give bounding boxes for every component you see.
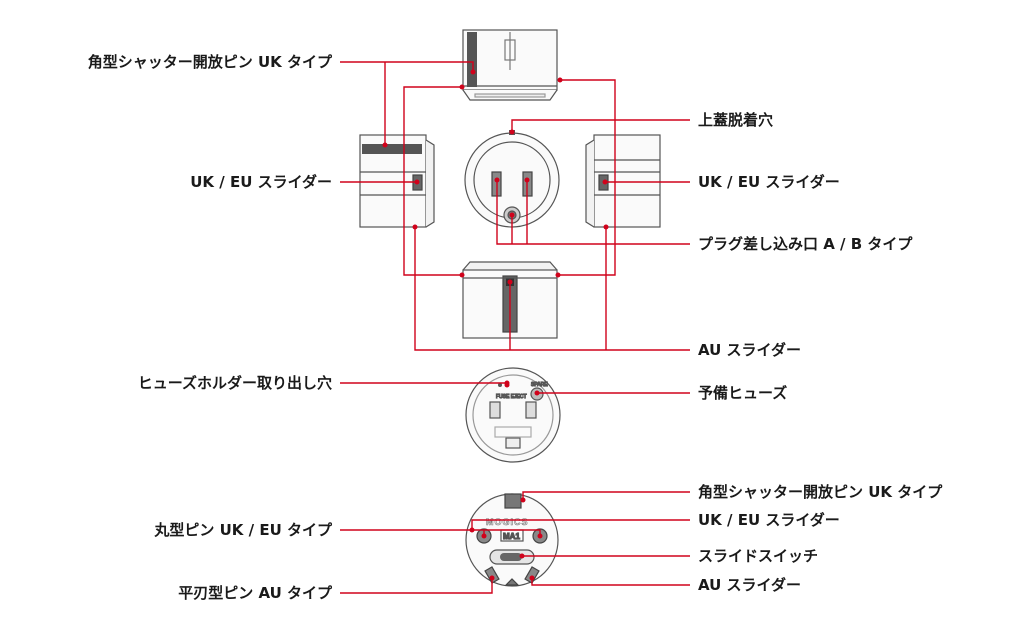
dot: [382, 142, 388, 148]
fuse-side-drawing: FUSE EJECT SPARE: [465, 367, 561, 463]
label-plug-socket: プラグ差し込み口 A / B タイプ: [698, 235, 913, 253]
dot: [459, 84, 465, 90]
leader-round-pin: [340, 529, 485, 536]
dot: [509, 212, 515, 218]
fuse-eject-text: FUSE EJECT: [496, 394, 527, 400]
label-fuse-holder-hole: ヒューズホルダー取り出し穴: [137, 374, 332, 392]
brand-text: MOGICS: [486, 517, 529, 527]
leader-right-bottom: [558, 180, 616, 276]
top-module-drawing: [462, 29, 558, 101]
label-shutter-uk-bottom: 角型シャッター開放ピン UK タイプ: [698, 483, 943, 501]
dot: [504, 380, 510, 386]
dot: [529, 575, 535, 581]
label-au-slider-mid: AU スライダー: [698, 341, 801, 359]
dot: [414, 179, 420, 185]
leader-au-bottom: [531, 578, 690, 586]
leader-shutter-uk-top: [340, 61, 474, 72]
dot: [470, 69, 476, 75]
label-au-slider-bottom: AU スライダー: [698, 576, 801, 594]
leader-plug-socket: [496, 180, 690, 245]
label-slide-switch: スライドスイッチ: [698, 547, 819, 565]
label-shutter-uk-top: 角型シャッター開放ピン UK タイプ: [87, 53, 332, 71]
label-spare-fuse: 予備ヒューズ: [698, 384, 788, 402]
dot: [555, 272, 561, 278]
dot: [412, 224, 418, 230]
label-uk-eu-slider-left: UK / EU スライダー: [190, 173, 332, 191]
model-text: MA1: [503, 532, 520, 541]
dot: [603, 224, 609, 230]
dot: [519, 553, 525, 559]
dot: [602, 179, 608, 185]
leader-shutter-uk-bottom: [522, 491, 690, 500]
socket-face-drawing: [464, 130, 560, 228]
label-flat-pin-au: 平刃型ピン AU タイプ: [178, 584, 332, 602]
dot: [507, 279, 513, 285]
label-round-pin: 丸型ピン UK / EU タイプ: [154, 521, 332, 539]
leader-top-left: [403, 86, 462, 276]
leader-dots: [382, 69, 609, 581]
pin-face-drawing: MOGICS MA1: [465, 493, 559, 587]
dot: [459, 272, 465, 278]
leader-top-right: [560, 79, 616, 180]
leader-au-mid: [414, 227, 690, 351]
dot: [537, 533, 543, 539]
label-uk-eu-slider-bottom: UK / EU スライダー: [698, 511, 840, 529]
spare-text: SPARE: [531, 382, 548, 388]
leader-uk-eu-bottom: [471, 519, 690, 530]
dot: [534, 390, 540, 396]
right-module-drawing: [585, 134, 661, 228]
label-uk-eu-slider-right: UK / EU スライダー: [698, 173, 840, 191]
dot: [481, 533, 487, 539]
left-module-drawing: [359, 134, 435, 228]
leader-release-hole: [511, 119, 690, 132]
dot: [509, 129, 515, 135]
dot: [494, 177, 500, 183]
dot: [489, 575, 495, 581]
label-top-release-hole: 上蓋脱着穴: [698, 111, 774, 129]
dot: [469, 527, 475, 533]
leader-flat-pin: [340, 578, 493, 594]
dot: [557, 77, 563, 83]
dot: [520, 497, 526, 503]
dot: [524, 177, 530, 183]
